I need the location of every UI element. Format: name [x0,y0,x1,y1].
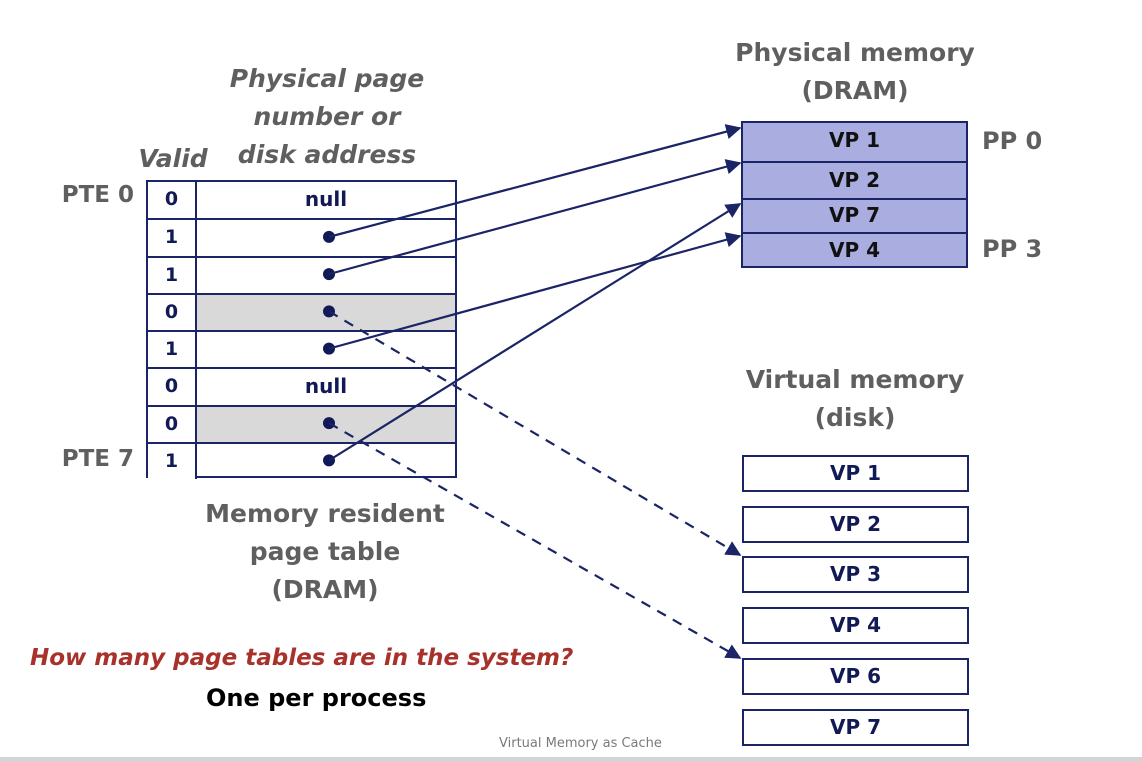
valid-bit: 0 [148,182,197,220]
physical-page: VP 1 [828,128,880,152]
address-header-line-3: disk address [237,140,417,169]
valid-column-header: Valid [138,144,208,173]
physical-page-pointer [197,258,455,293]
page-table-row: 1 [148,255,455,293]
bottom-bar [0,757,1142,762]
physical-page-pointer [197,332,455,367]
valid-bit: 0 [148,294,197,330]
valid-bit: 1 [148,443,197,479]
virtual-title-line-2: (disk) [814,403,896,432]
page-table-row: 0 [148,404,455,442]
disk-address-pointer [197,406,455,442]
address-header-line-2: number or [253,102,401,131]
question-text: How many page tables are in the system? [30,645,574,671]
page-table-row: 1 [148,330,455,368]
physical-page: VP 4 [743,232,966,268]
virtual-page: VP 6 [742,657,969,695]
answer-text: One per process [206,684,427,712]
virtual-memory-title: Virtual memory (disk) [720,361,990,437]
address-header-line-1: Physical page [229,64,425,93]
physical-title-line-1: Physical memory [735,38,975,67]
null-address: null [197,182,455,220]
valid-bit: 1 [148,332,197,368]
disk-address-pointer [197,294,455,330]
page-table-row: 1 [148,441,455,479]
caption-line-1: Memory resident [205,499,445,528]
virtual-page: VP 2 [742,505,969,543]
caption-line-2: page table [249,537,401,566]
page-table-caption: Memory resident page table (DRAM) [180,495,470,609]
pp-3-label: PP 3 [982,235,1043,263]
virtual-page: VP 3 [742,556,969,594]
valid-bit: 1 [148,220,197,256]
valid-bit: 1 [148,257,197,293]
virtual-page: VP 4 [742,607,969,645]
page-table-row: 1 [148,218,455,256]
valid-bit: 0 [148,369,197,405]
physical-page: VP 7 [743,198,966,232]
slide-footer: Virtual Memory as Cache [499,736,662,751]
physical-page-pointer [197,220,455,255]
virtual-title-line-1: Virtual memory [745,365,965,394]
null-address: null [197,369,455,405]
virtual-page: VP 7 [742,708,969,746]
pp-0-label: PP 0 [982,127,1043,155]
caption-line-3: (DRAM) [271,575,379,604]
valid-bit: 0 [148,406,197,442]
virtual-page: VP 1 [742,455,969,492]
physical-title-line-2: (DRAM) [801,76,909,105]
physical-page: VP 2 [743,161,966,198]
physical-page-pointer [197,444,455,479]
physical-memory-title: Physical memory (DRAM) [720,34,990,110]
pte-0-label: PTE 0 [61,182,134,208]
pte-7-label: PTE 7 [61,446,134,472]
address-column-header: Physical page number or disk address [196,60,458,174]
page-table-row: 0 [148,292,455,330]
